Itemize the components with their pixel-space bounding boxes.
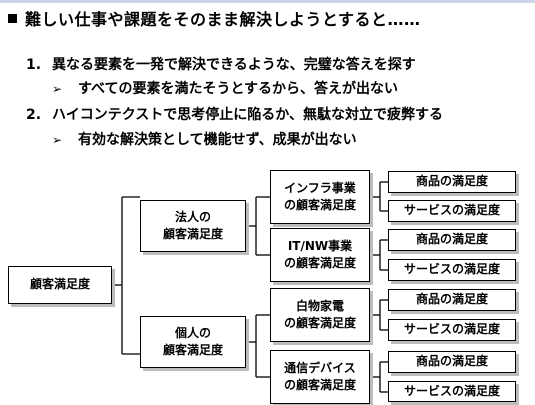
slide-title: 難しい仕事や課題をそのまま解決しようとすると……	[8, 6, 421, 30]
list-item-text: ハイコンテクストで思考停止に陥るか、無駄な対立で疲弊する	[52, 107, 444, 123]
level2-node-infra: インフラ事業の顧客満足度	[270, 170, 370, 224]
square-bullet-icon	[8, 14, 17, 23]
leaf-label: 商品の満足度	[415, 292, 488, 307]
leaf-label: サービスの満足度	[403, 203, 500, 218]
node-line: 顧客満足度	[162, 343, 223, 357]
node-line: 白物家電	[295, 298, 344, 313]
leaf-node: サービスの満足度	[388, 319, 516, 341]
node-line: インフラ事業	[284, 180, 356, 195]
node-line: の顧客満足度	[283, 316, 356, 330]
level1-node-individual: 個人の顧客満足度	[140, 316, 246, 368]
node-line: 通信デバイス	[284, 360, 356, 375]
level2-node-appliances: 白物家電の顧客満足度	[270, 288, 370, 342]
level2-node-it-nw: IT/NW事業の顧客満足度	[270, 228, 370, 282]
leaf-label: サービスの満足度	[403, 383, 500, 398]
list-subitem-2: ➢ 有効な解決策として機能せず、成果が出ない	[52, 129, 357, 149]
node-line: 法人の	[174, 209, 211, 224]
leaf-node: サービスの満足度	[388, 381, 516, 402]
leaf-node: 商品の満足度	[388, 171, 516, 193]
top-accent-bar	[0, 0, 535, 3]
leaf-node: 商品の満足度	[388, 289, 516, 311]
node-line: IT/NW事業	[287, 238, 353, 253]
leaf-label: 商品の満足度	[415, 232, 488, 247]
leaf-label: 商品の満足度	[415, 174, 488, 189]
list-number: 1.	[26, 57, 42, 73]
node-line: の顧客満足度	[283, 198, 356, 212]
leaf-node: サービスの満足度	[388, 200, 516, 222]
list-subitem-text: すべての要素を満たそうとするから、答えが出ない	[78, 81, 399, 97]
node-line: 顧客満足度	[162, 227, 223, 241]
node-line: の顧客満足度	[283, 256, 356, 270]
leaf-node: サービスの満足度	[388, 259, 516, 281]
leaf-label: サービスの満足度	[403, 262, 500, 277]
root-node-label: 顧客満足度	[29, 277, 90, 292]
list-item-2: 2. ハイコンテクストで思考停止に陥るか、無駄な対立で疲弊する	[26, 104, 443, 124]
node-line: の顧客満足度	[283, 378, 356, 392]
slide-title-text: 難しい仕事や課題をそのまま解決しようとすると……	[25, 10, 421, 29]
list-item-text: 異なる要素を一発で解決できるような、完璧な答えを探す	[52, 57, 416, 73]
level2-node-devices: 通信デバイスの顧客満足度	[270, 350, 370, 404]
list-number: 2.	[26, 107, 42, 123]
leaf-label: サービスの満足度	[403, 322, 500, 337]
list-subitem-1: ➢ すべての要素を満たそうとするから、答えが出ない	[52, 78, 398, 98]
leaf-node: 商品の満足度	[388, 229, 516, 251]
node-line: 個人の	[174, 325, 211, 340]
leaf-label: 商品の満足度	[415, 354, 488, 369]
list-subitem-text: 有効な解決策として機能せず、成果が出ない	[78, 132, 357, 148]
level1-node-corporate: 法人の顧客満足度	[140, 200, 246, 252]
list-item-1: 1. 異なる要素を一発で解決できるような、完璧な答えを探す	[26, 54, 416, 74]
arrow-bullet-icon: ➢	[52, 82, 63, 96]
arrow-bullet-icon: ➢	[52, 133, 63, 147]
leaf-node: 商品の満足度	[388, 351, 516, 373]
root-node: 顧客満足度	[8, 266, 112, 304]
